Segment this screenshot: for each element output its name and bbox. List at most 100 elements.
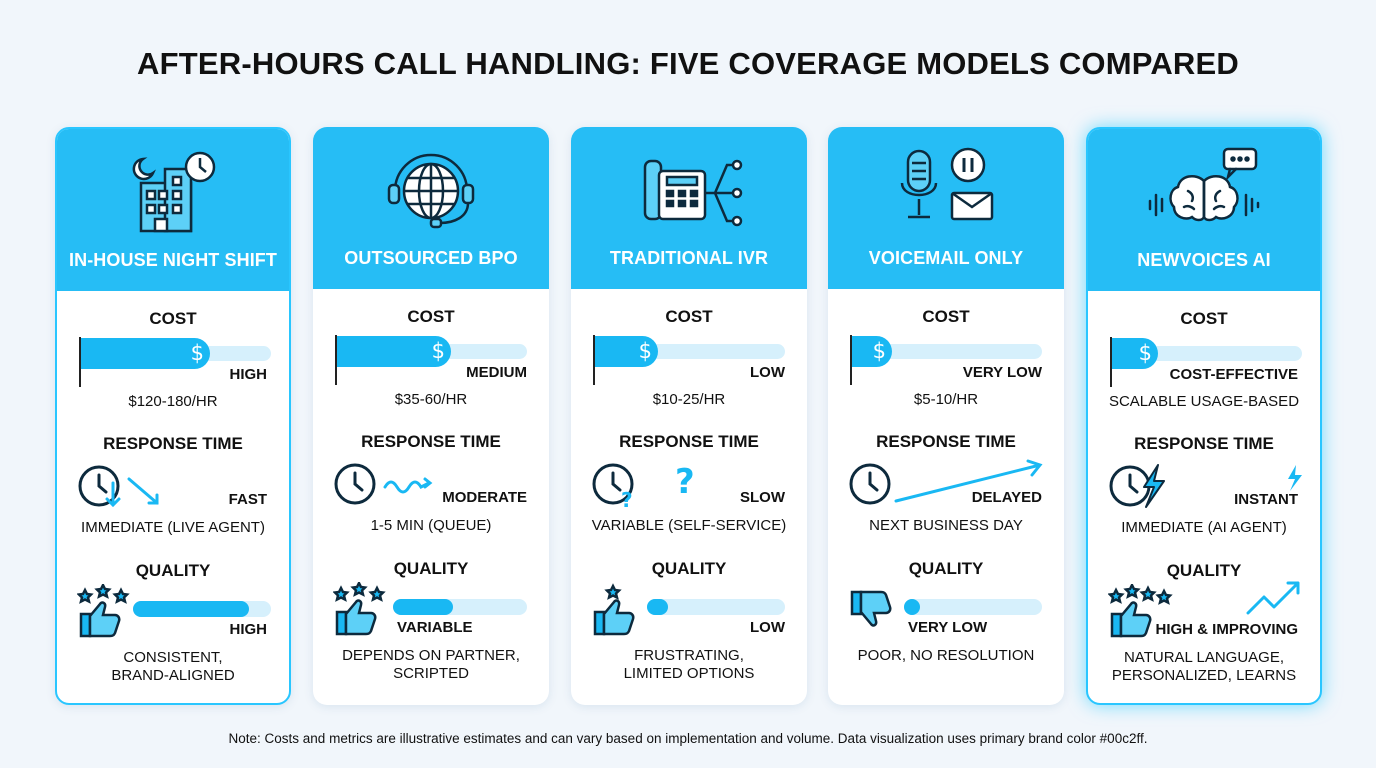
quality-bar-track bbox=[133, 601, 271, 617]
thumbs-up-stars-icon bbox=[333, 582, 386, 636]
cost-level: LOW bbox=[750, 364, 785, 381]
cost-bar-track: $ bbox=[852, 336, 1042, 367]
response-level: MODERATE bbox=[442, 489, 527, 506]
card-header bbox=[828, 127, 1064, 289]
card-traditional-ivr: TRADITIONAL IVR COST $ LOW $10-25/HR RES… bbox=[571, 127, 807, 705]
thumbs-down-icon bbox=[850, 590, 892, 627]
model-name: TRADITIONAL IVR bbox=[609, 248, 769, 268]
quality-level: LOW bbox=[750, 619, 785, 636]
cost-bar-fill: $ bbox=[81, 338, 210, 369]
comparison-cards: IN-HOUSE NIGHT SHIFT COST $ HIGH $120-18… bbox=[55, 127, 1323, 705]
card-header bbox=[1088, 129, 1320, 291]
cost-heading: COST bbox=[1180, 309, 1228, 328]
cost-heading: COST bbox=[149, 309, 197, 328]
cost-heading: COST bbox=[407, 307, 455, 326]
desk-phone-tree-icon bbox=[643, 159, 743, 227]
card-outsourced-bpo: OUTSOURCED BPO COST $ MEDIUM $35-60/HR R… bbox=[313, 127, 549, 705]
cost-axis bbox=[79, 337, 81, 387]
cost-bar-fill: $ bbox=[852, 336, 892, 367]
night-building-clock-icon bbox=[132, 151, 216, 233]
quality-bar-track bbox=[393, 599, 527, 615]
trend-up-arrow-icon bbox=[1246, 581, 1300, 615]
thumbs-up-four-stars-icon bbox=[1108, 584, 1173, 638]
cost-bar-track: $ bbox=[337, 336, 527, 367]
quality-detail-line-1: DEPENDS ON PARTNER, bbox=[342, 647, 520, 664]
response-time-heading: RESPONSE TIME bbox=[876, 432, 1016, 451]
cost-heading: COST bbox=[665, 307, 713, 326]
dollar-icon: $ bbox=[1138, 341, 1152, 365]
response-time-heading: RESPONSE TIME bbox=[103, 434, 243, 453]
quality-heading: QUALITY bbox=[651, 559, 727, 578]
cost-detail: $5-10/HR bbox=[913, 391, 979, 408]
quality-level: VERY LOW bbox=[908, 619, 988, 636]
svg-text:?: ? bbox=[621, 488, 633, 509]
dollar-icon: $ bbox=[872, 339, 886, 363]
dollar-icon: $ bbox=[431, 339, 445, 363]
quality-detail-line-1: POOR, NO RESOLUTION bbox=[857, 647, 1035, 664]
thumbs-up-stars-icon bbox=[77, 584, 130, 638]
clock-lightning-icon bbox=[1109, 464, 1302, 508]
cost-bar-fill: $ bbox=[595, 336, 658, 367]
dollar-icon: $ bbox=[190, 341, 204, 365]
svg-text:?: ? bbox=[675, 462, 695, 502]
quality-level: HIGH bbox=[229, 621, 268, 638]
response-detail: IMMEDIATE (LIVE AGENT) bbox=[81, 519, 265, 536]
page-title: AFTER-HOURS CALL HANDLING: FIVE COVERAGE… bbox=[137, 46, 1239, 81]
quality-detail-line-2: LIMITED OPTIONS bbox=[623, 665, 755, 682]
cost-detail: $120-180/HR bbox=[128, 393, 218, 410]
cost-axis bbox=[1110, 337, 1112, 387]
cost-level: COST-EFFECTIVE bbox=[1169, 366, 1298, 383]
cost-detail: $10-25/HR bbox=[652, 391, 726, 408]
card-voicemail-only: VOICEMAIL ONLY COST $ VERY LOW $5-10/HR … bbox=[828, 127, 1064, 705]
cost-bar-track: $ bbox=[81, 338, 271, 369]
response-detail: VARIABLE (SELF-SERVICE) bbox=[591, 517, 787, 534]
cost-axis bbox=[850, 335, 852, 385]
clock-fast-arrow-icon bbox=[78, 465, 159, 508]
quality-detail-line-1: NATURAL LANGUAGE, bbox=[1123, 649, 1285, 666]
card-header bbox=[571, 127, 807, 289]
response-level: SLOW bbox=[740, 489, 785, 506]
quality-bar-track bbox=[647, 599, 785, 615]
cost-level: VERY LOW bbox=[962, 364, 1042, 381]
cost-bar-fill: $ bbox=[1112, 338, 1158, 369]
quality-heading: QUALITY bbox=[908, 559, 984, 578]
quality-bar-fill bbox=[393, 599, 453, 615]
dollar-icon: $ bbox=[638, 339, 652, 363]
response-level: FAST bbox=[228, 491, 267, 508]
quality-bar-fill bbox=[904, 599, 920, 615]
response-level: DELAYED bbox=[971, 489, 1042, 506]
cost-detail: $35-60/HR bbox=[394, 391, 468, 408]
response-time-heading: RESPONSE TIME bbox=[1134, 434, 1274, 453]
quality-bar-fill bbox=[647, 599, 668, 615]
response-time-heading: RESPONSE TIME bbox=[361, 432, 501, 451]
clock-long-arrow-icon bbox=[849, 459, 1043, 505]
quality-heading: QUALITY bbox=[135, 561, 211, 580]
response-detail: 1-5 MIN (QUEUE) bbox=[370, 517, 492, 534]
model-name: NEWVOICES AI bbox=[1137, 250, 1271, 270]
cost-level: HIGH bbox=[229, 366, 268, 383]
thumbs-up-star-icon bbox=[593, 583, 635, 636]
microphone-pause-mail-icon bbox=[900, 147, 994, 221]
quality-detail-line-1: FRUSTRATING, bbox=[634, 647, 744, 664]
card-newvoices-ai: NEWVOICES AI COST $ COST-EFFECTIVE SCALA… bbox=[1086, 127, 1322, 705]
globe-headset-icon bbox=[387, 153, 475, 229]
quality-heading: QUALITY bbox=[393, 559, 469, 578]
cost-heading: COST bbox=[922, 307, 970, 326]
quality-detail-line-2: SCRIPTED bbox=[393, 665, 469, 682]
cost-bar-fill: $ bbox=[337, 336, 451, 367]
response-time-heading: RESPONSE TIME bbox=[619, 432, 759, 451]
response-detail: NEXT BUSINESS DAY bbox=[869, 517, 1023, 534]
clock-wavy-arrow-icon bbox=[334, 463, 433, 505]
quality-level: HIGH & IMPROVING bbox=[1155, 621, 1298, 638]
model-name: VOICEMAIL ONLY bbox=[868, 248, 1024, 268]
footnote: Note: Costs and metrics are illustrative… bbox=[228, 731, 1148, 746]
quality-heading: QUALITY bbox=[1166, 561, 1242, 580]
cost-bar-track: $ bbox=[1112, 338, 1302, 369]
quality-detail-line-1: CONSISTENT, bbox=[123, 649, 223, 666]
quality-bar-track bbox=[904, 599, 1042, 615]
model-name: OUTSOURCED BPO bbox=[344, 248, 518, 268]
ai-brain-chat-icon bbox=[1148, 147, 1260, 222]
card-in-house-night-shift: IN-HOUSE NIGHT SHIFT COST $ HIGH $120-18… bbox=[55, 127, 291, 705]
cost-detail: SCALABLE USAGE-BASED bbox=[1108, 393, 1300, 410]
quality-level: VARIABLE bbox=[397, 619, 473, 636]
